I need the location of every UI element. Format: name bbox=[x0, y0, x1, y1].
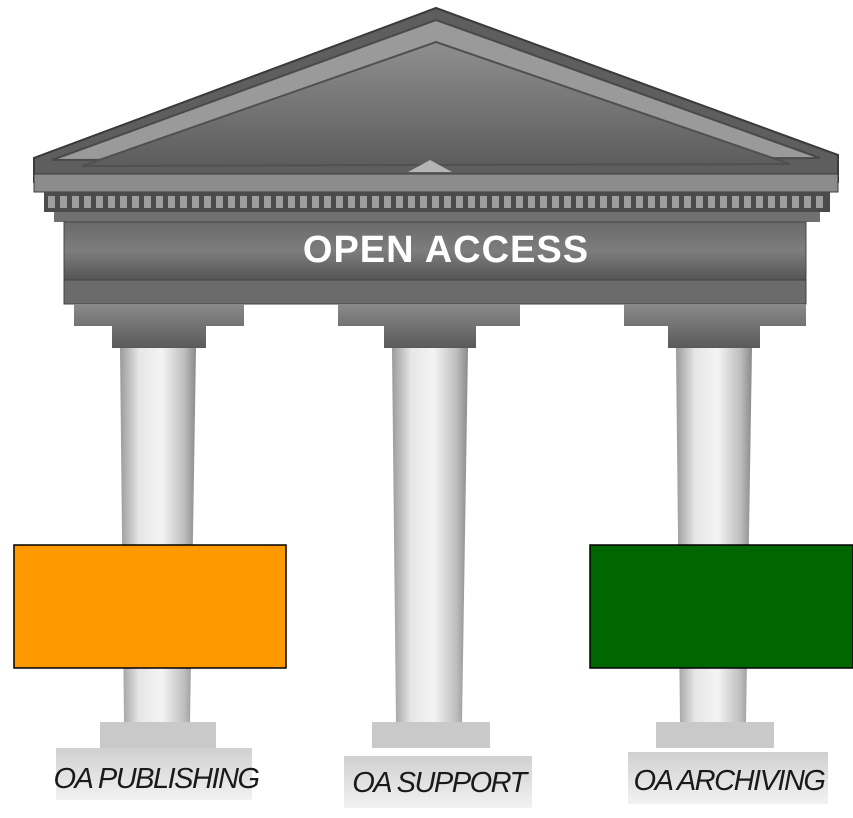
dentil bbox=[396, 196, 403, 208]
archiving-color-box bbox=[589, 544, 853, 669]
dentil bbox=[684, 196, 691, 208]
dentil bbox=[768, 196, 775, 208]
dentil bbox=[84, 196, 91, 208]
dentil bbox=[540, 196, 547, 208]
dentil bbox=[324, 196, 331, 208]
column-capital bbox=[624, 304, 806, 348]
dentil bbox=[420, 196, 427, 208]
column-base bbox=[372, 722, 490, 748]
dentil bbox=[468, 196, 475, 208]
dentil bbox=[744, 196, 751, 208]
dentil bbox=[588, 196, 595, 208]
dentil bbox=[96, 196, 103, 208]
entablature: OPEN ACCESS bbox=[63, 221, 807, 305]
cornice-band bbox=[33, 173, 839, 193]
label-oa-publishing: OA PUBLISHING bbox=[53, 763, 259, 795]
column-base bbox=[656, 722, 774, 748]
dentil bbox=[576, 196, 583, 208]
dentil bbox=[432, 196, 439, 208]
dentil bbox=[228, 196, 235, 208]
dentil bbox=[108, 196, 115, 208]
frieze bbox=[63, 221, 807, 281]
publishing-color-box bbox=[13, 544, 287, 669]
dentil bbox=[444, 196, 451, 208]
dentil bbox=[552, 196, 559, 208]
dentil bbox=[624, 196, 631, 208]
dentil bbox=[204, 196, 211, 208]
dentil bbox=[756, 196, 763, 208]
dentil bbox=[696, 196, 703, 208]
dentil bbox=[192, 196, 199, 208]
dentil bbox=[564, 196, 571, 208]
column-plinth bbox=[56, 748, 252, 800]
dentil bbox=[600, 196, 607, 208]
dentil bbox=[720, 196, 727, 208]
temple-title: OPEN ACCESS bbox=[303, 229, 589, 271]
dentil bbox=[708, 196, 715, 208]
dentil bbox=[180, 196, 187, 208]
dentil bbox=[780, 196, 787, 208]
dentil bbox=[372, 196, 379, 208]
dentil bbox=[156, 196, 163, 208]
dentil bbox=[132, 196, 139, 208]
tympanum-ornament bbox=[408, 160, 452, 172]
dentil bbox=[300, 196, 307, 208]
egg-dart-band bbox=[54, 212, 820, 222]
dentil bbox=[528, 196, 535, 208]
dentil bbox=[672, 196, 679, 208]
column-base bbox=[100, 722, 216, 748]
dentil bbox=[168, 196, 175, 208]
column-shaft bbox=[392, 348, 468, 722]
dentil bbox=[72, 196, 79, 208]
dentil bbox=[636, 196, 643, 208]
dentil bbox=[252, 196, 259, 208]
column-support bbox=[338, 304, 532, 808]
dentil bbox=[240, 196, 247, 208]
dentil bbox=[612, 196, 619, 208]
dentil bbox=[408, 196, 415, 208]
dentil bbox=[732, 196, 739, 208]
dentil bbox=[348, 196, 355, 208]
dentil bbox=[504, 196, 511, 208]
label-oa-support: OA SUPPORT bbox=[352, 767, 529, 799]
pediment bbox=[33, 6, 839, 222]
column-capital bbox=[338, 304, 520, 348]
dentil bbox=[312, 196, 319, 208]
column-plinth bbox=[628, 752, 828, 804]
dentil bbox=[288, 196, 295, 208]
dentil bbox=[144, 196, 151, 208]
dentil bbox=[264, 196, 271, 208]
label-oa-archiving: OA ARCHIVING bbox=[634, 765, 826, 797]
dentil bbox=[48, 196, 55, 208]
dentil bbox=[384, 196, 391, 208]
column-capital bbox=[74, 304, 244, 348]
dentil bbox=[816, 196, 823, 208]
dentil bbox=[276, 196, 283, 208]
dentil bbox=[804, 196, 811, 208]
dentil-row bbox=[48, 196, 823, 208]
dentil bbox=[336, 196, 343, 208]
dentil bbox=[792, 196, 799, 208]
dentil bbox=[660, 196, 667, 208]
architrave bbox=[63, 279, 807, 305]
dentil bbox=[60, 196, 67, 208]
dentil bbox=[648, 196, 655, 208]
dentil bbox=[360, 196, 367, 208]
dentil bbox=[480, 196, 487, 208]
dentil bbox=[516, 196, 523, 208]
dentil bbox=[492, 196, 499, 208]
dentil bbox=[456, 196, 463, 208]
column-plinth bbox=[344, 756, 532, 808]
dentil bbox=[120, 196, 127, 208]
dentil bbox=[216, 196, 223, 208]
